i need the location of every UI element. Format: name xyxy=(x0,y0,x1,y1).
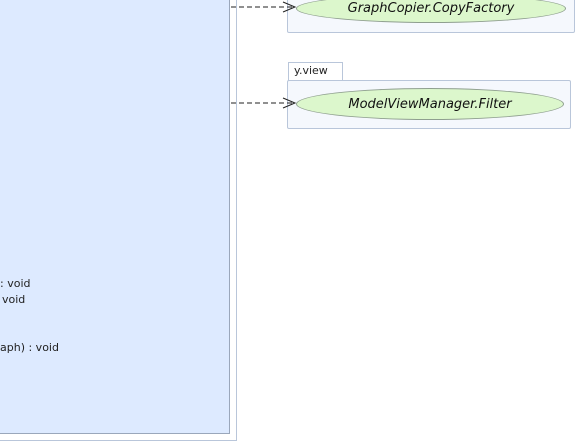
dependency-arrow-copyfactory xyxy=(231,1,297,13)
interface-graphcopier-copyfactory[interactable]: GraphCopier.CopyFactory xyxy=(296,0,566,23)
class-member-2: void xyxy=(2,293,26,306)
interface-modelviewmanager-filter[interactable]: ModelViewManager.Filter xyxy=(296,88,564,120)
class-member-3: aph) : void xyxy=(0,341,59,354)
class-box[interactable] xyxy=(0,0,230,434)
class-member-1: : void xyxy=(0,277,31,290)
dependency-arrow-filter xyxy=(231,97,297,109)
package-tab-y-view: y.view xyxy=(288,62,343,81)
